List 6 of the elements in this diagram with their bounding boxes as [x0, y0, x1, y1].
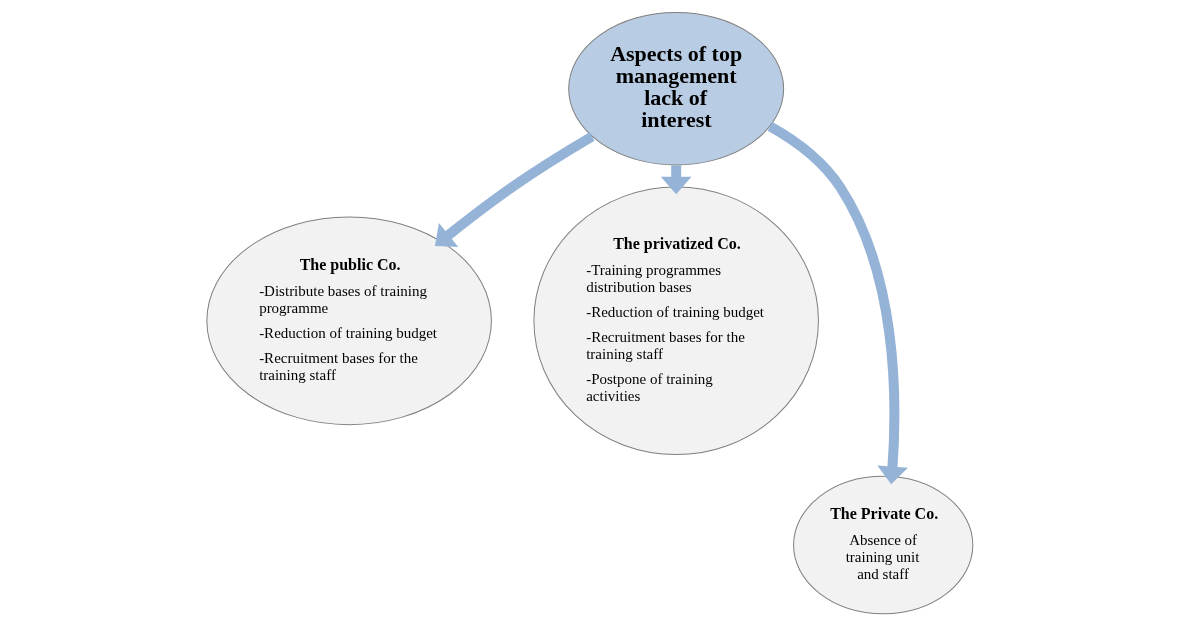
node-ellipse: The public Co. -Distribute bases of training programme -Reduction of training budget -Recruitment bases for the training staff — [205, 216, 492, 426]
node-ellipse: The Private Co. Absence of training unit and staff — [792, 475, 973, 615]
node-circle: The privatized Co. -Training programmes distribution bases -Reduction of training budget -Recruitment bases for the training staff -Postpone of training activities — [532, 186, 819, 456]
arrow — [434, 132, 595, 247]
node-ellipse: Aspects of top management lack of interest — [567, 12, 784, 166]
arrow — [767, 121, 908, 485]
